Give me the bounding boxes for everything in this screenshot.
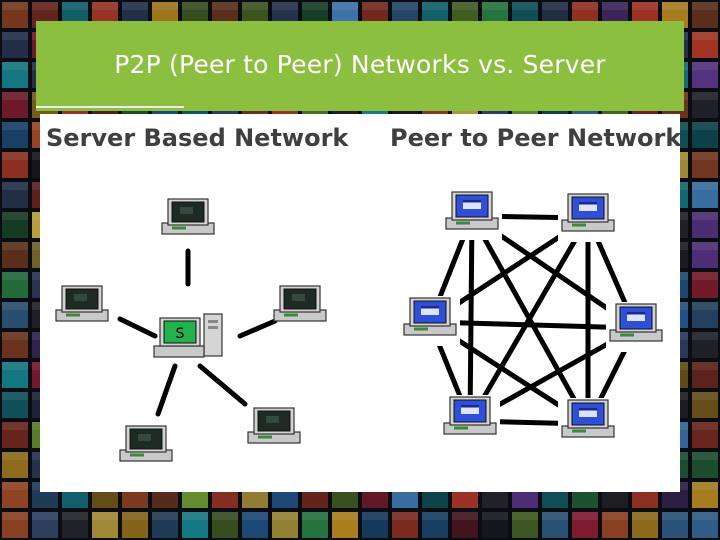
client-computer-4: [119, 425, 173, 462]
diagram-panel: Server Based Network Peer to Peer Networ…: [40, 114, 680, 492]
peer-link-1-5: [467, 213, 475, 424]
server-network-diagram: S: [55, 198, 327, 462]
server-spoke-link-5: [197, 363, 248, 407]
server-spoke-link-2: [117, 316, 158, 339]
client-computer-5: [247, 407, 301, 444]
client-computer-3: [273, 285, 327, 322]
network-diagram: S: [55, 190, 666, 462]
slide-title: P2P (Peer to Peer) Networks vs. Server: [114, 49, 606, 79]
peer-computer-5: [443, 396, 497, 435]
peer-computer-2: [561, 193, 615, 232]
peer-network-heading: Peer to Peer Network: [390, 124, 680, 152]
peer-link-3-4: [427, 319, 639, 331]
server-network-heading: Server Based Network: [46, 124, 349, 152]
server-computer: S: [153, 313, 223, 358]
peer-network-diagram: [400, 190, 666, 448]
server-label: S: [176, 326, 185, 342]
client-computer-2: [55, 285, 109, 322]
peer-computer-3: [403, 297, 457, 336]
client-computer-1: [161, 198, 215, 235]
title-underline: [36, 106, 184, 108]
peer-computer-6: [561, 399, 615, 438]
server-spoke-link-4: [155, 363, 178, 417]
server-spoke-link-3: [237, 318, 278, 339]
title-bar: P2P (Peer to Peer) Networks vs. Server: [36, 21, 684, 111]
peer-computer-1: [445, 191, 499, 230]
peer-link-2-5: [467, 215, 591, 424]
peer-computer-4: [609, 303, 663, 342]
